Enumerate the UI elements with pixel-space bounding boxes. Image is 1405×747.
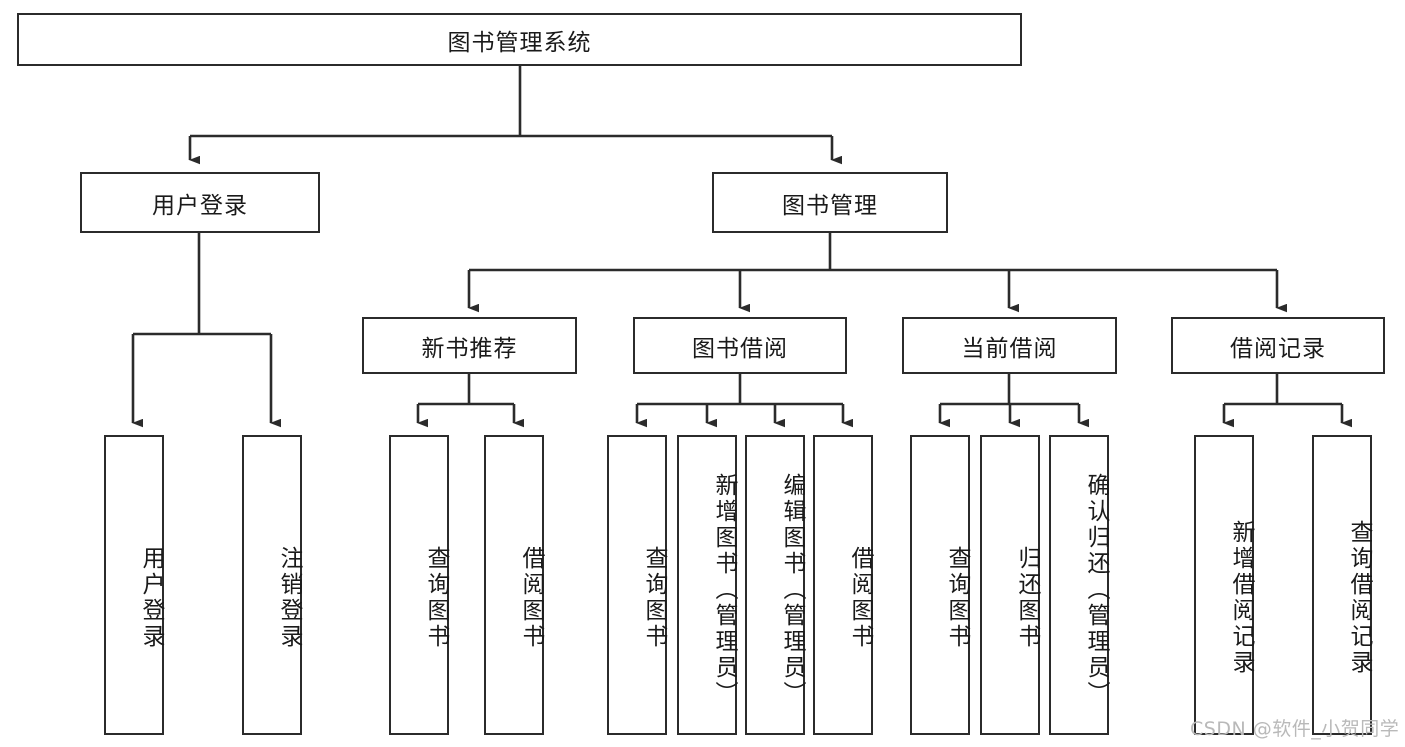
node-book-management[interactable]: 图书管理 xyxy=(712,172,948,233)
node-new-book-recommend[interactable]: 新书推荐 xyxy=(362,317,577,374)
leaf-logout-login[interactable]: 注销登录 xyxy=(242,435,302,735)
leaf-query-book-2[interactable]: 查询图书 xyxy=(607,435,667,735)
leaf-borrow-book-2[interactable]: 借阅图书 xyxy=(813,435,873,735)
leaf-edit-book[interactable]: 编辑图书（管理员） xyxy=(745,435,805,735)
node-user-login[interactable]: 用户登录 xyxy=(80,172,320,233)
node-book-borrow[interactable]: 图书借阅 xyxy=(633,317,847,374)
leaf-query-record[interactable]: 查询借阅记录 xyxy=(1312,435,1372,735)
leaf-user-login[interactable]: 用户登录 xyxy=(104,435,164,735)
leaf-query-book-1[interactable]: 查询图书 xyxy=(389,435,449,735)
node-current-borrow[interactable]: 当前借阅 xyxy=(902,317,1117,374)
csdn-watermark: CSDN @软件_小贺同学 xyxy=(1190,718,1400,740)
leaf-add-book[interactable]: 新增图书（管理员） xyxy=(677,435,737,735)
node-root[interactable]: 图书管理系统 xyxy=(17,13,1022,66)
leaf-confirm-return[interactable]: 确认归还（管理员） xyxy=(1049,435,1109,735)
node-borrow-record[interactable]: 借阅记录 xyxy=(1171,317,1385,374)
leaf-borrow-book-1[interactable]: 借阅图书 xyxy=(484,435,544,735)
leaf-return-book[interactable]: 归还图书 xyxy=(980,435,1040,735)
leaf-query-book-3[interactable]: 查询图书 xyxy=(910,435,970,735)
leaf-add-record[interactable]: 新增借阅记录 xyxy=(1194,435,1254,735)
